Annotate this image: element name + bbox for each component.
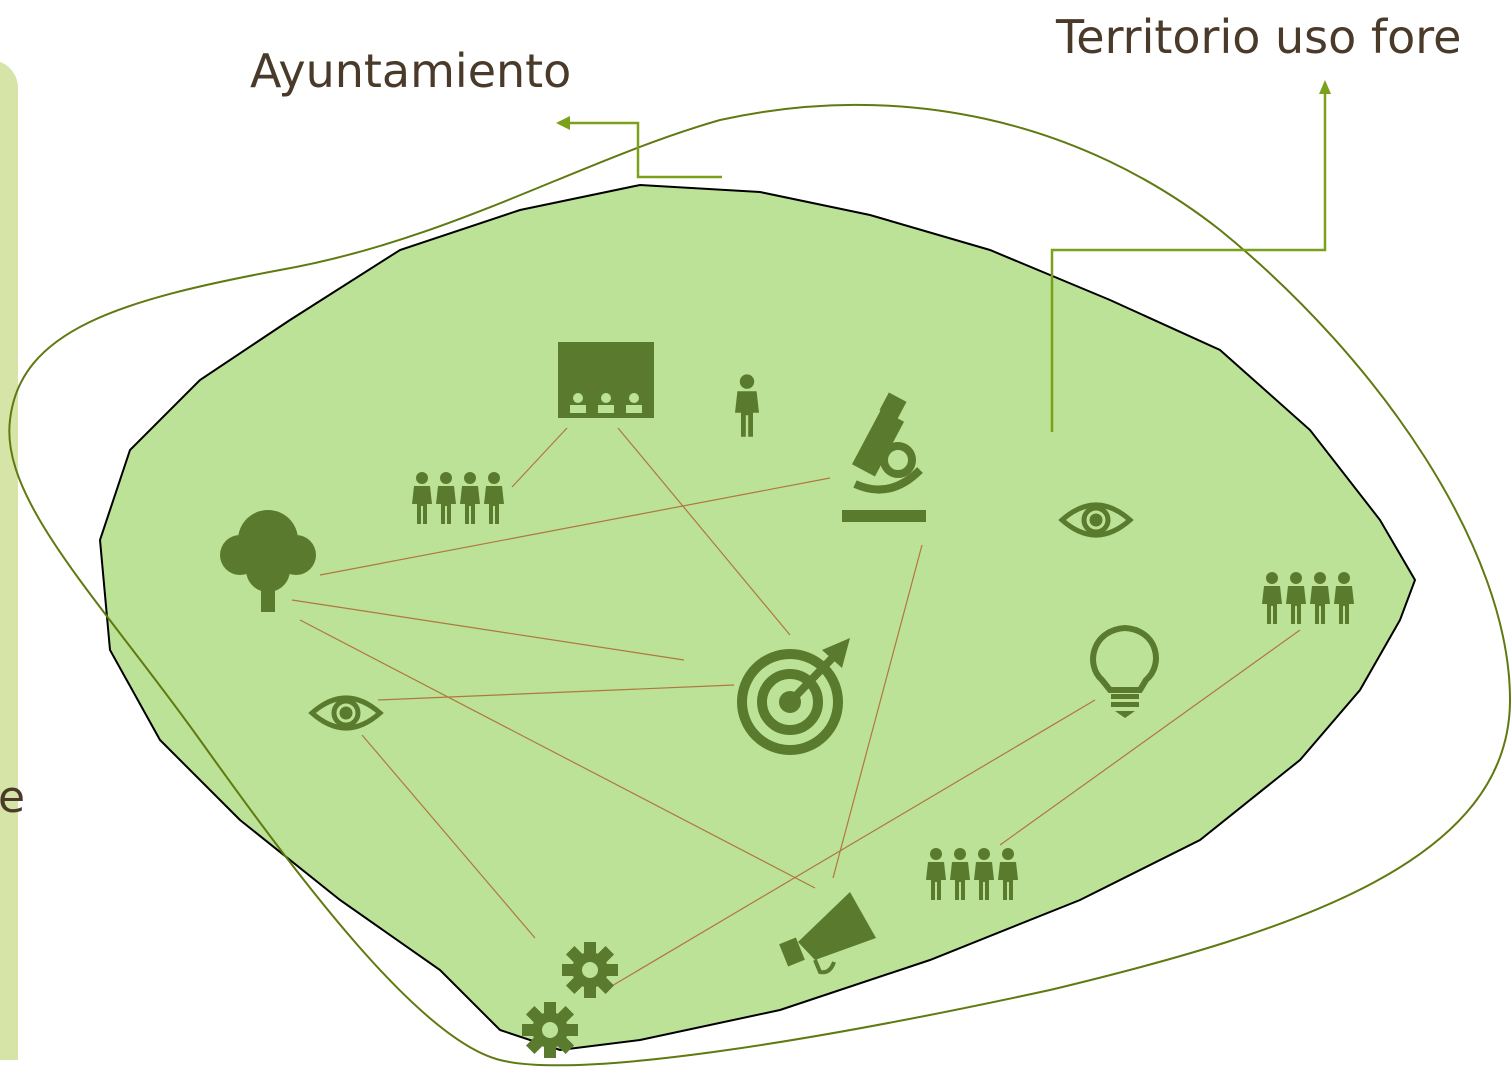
- arrowhead-territorio: [1319, 80, 1331, 94]
- audience-icon: [558, 342, 654, 418]
- territory-outline: [8, 103, 1512, 1067]
- connector-line: [361, 734, 536, 939]
- connector-line: [604, 699, 1096, 991]
- side-panel-text: e: [0, 772, 26, 823]
- land-area: [98, 183, 1417, 1052]
- connector-line: [291, 599, 685, 661]
- gears-icon: [522, 942, 618, 1058]
- connector-line: [299, 619, 816, 889]
- side-panel: [0, 60, 18, 1060]
- lightbulb-icon: [1090, 624, 1159, 718]
- arrow-territorio: [1050, 92, 1327, 432]
- connector-line: [832, 544, 923, 879]
- connector-line: [319, 477, 831, 576]
- megaphone-icon: [779, 892, 876, 975]
- connector-line: [617, 427, 791, 636]
- connector-lines: [291, 427, 1301, 991]
- tree-icon: [220, 510, 316, 612]
- arrowhead-ayuntamiento: [556, 116, 570, 130]
- connector-line: [999, 629, 1301, 846]
- microscope-icon: [842, 392, 926, 522]
- connector-line: [377, 684, 735, 701]
- label-territorio-uso-forestal: Territorio uso fore: [1056, 10, 1462, 64]
- connector-line: [511, 427, 568, 488]
- label-ayuntamiento: Ayuntamiento: [250, 44, 572, 98]
- target-icon: [737, 638, 850, 755]
- arrow-ayuntamiento: [568, 121, 722, 179]
